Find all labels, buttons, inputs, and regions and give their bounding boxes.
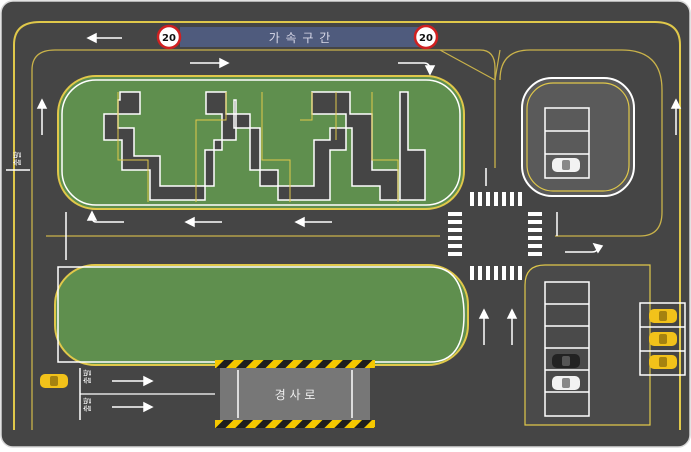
car-icon bbox=[649, 332, 677, 346]
crosswalk-left bbox=[448, 212, 462, 256]
car-icon bbox=[649, 355, 677, 369]
speed-limit-right-value: 20 bbox=[419, 33, 433, 44]
speed-limit-left-value: 20 bbox=[162, 33, 176, 44]
merge-yellow-line bbox=[439, 49, 501, 81]
stop-lines bbox=[65, 168, 558, 260]
speed-limit-sign-right: 20 bbox=[413, 24, 439, 50]
inner-yellow-line bbox=[31, 49, 496, 430]
lower-grass-island bbox=[54, 264, 469, 366]
slope-label: 경 사 로 bbox=[275, 388, 316, 402]
lane-arrow-icon bbox=[190, 57, 230, 69]
parking-lot bbox=[524, 264, 686, 426]
lane-arrow-icon bbox=[112, 401, 154, 413]
lane-arrow-icon bbox=[506, 308, 518, 345]
lane-arrow-icon bbox=[86, 32, 122, 44]
outer-yellow-line bbox=[13, 21, 681, 430]
side-start-label: 출발 bbox=[12, 151, 22, 166]
lane-arrow-icon bbox=[36, 98, 48, 135]
parking-spaces-top bbox=[544, 107, 590, 179]
lane-arrow-icon bbox=[478, 308, 490, 345]
crosswalk-bottom bbox=[470, 266, 522, 280]
lane-arrow-icon bbox=[184, 216, 222, 228]
speed-zone-label: 가 속 구 간 bbox=[269, 31, 332, 45]
start-label-lane2: 출발 bbox=[82, 397, 92, 412]
slope-ramp: 경 사 로 bbox=[215, 360, 375, 428]
zigzag-course bbox=[57, 75, 465, 210]
lane-arrow-icon bbox=[86, 210, 124, 223]
lane-arrow-icon bbox=[398, 62, 436, 76]
crosswalk-top bbox=[470, 192, 522, 206]
parking-island bbox=[521, 77, 635, 197]
car-icon bbox=[552, 354, 580, 368]
car-icon bbox=[40, 374, 68, 388]
start-area: 출발 출발 bbox=[40, 368, 215, 420]
lane-arrow-icon bbox=[565, 242, 604, 254]
speed-limit-sign-left: 20 bbox=[156, 24, 182, 50]
car-icon bbox=[649, 309, 677, 323]
lane-arrow-icon bbox=[112, 375, 154, 387]
side-start: 출발 bbox=[6, 151, 30, 171]
start-label-lane1: 출발 bbox=[82, 369, 92, 384]
lane-arrow-icons bbox=[36, 32, 682, 413]
lane-arrow-icon bbox=[670, 98, 682, 135]
speed-zone-band bbox=[180, 27, 420, 47]
car-icon bbox=[552, 158, 580, 172]
lane-arrow-icon bbox=[294, 216, 332, 228]
right-loop-yellow-line bbox=[499, 49, 663, 237]
car-icon bbox=[552, 376, 580, 390]
crosswalk-right bbox=[528, 212, 542, 256]
